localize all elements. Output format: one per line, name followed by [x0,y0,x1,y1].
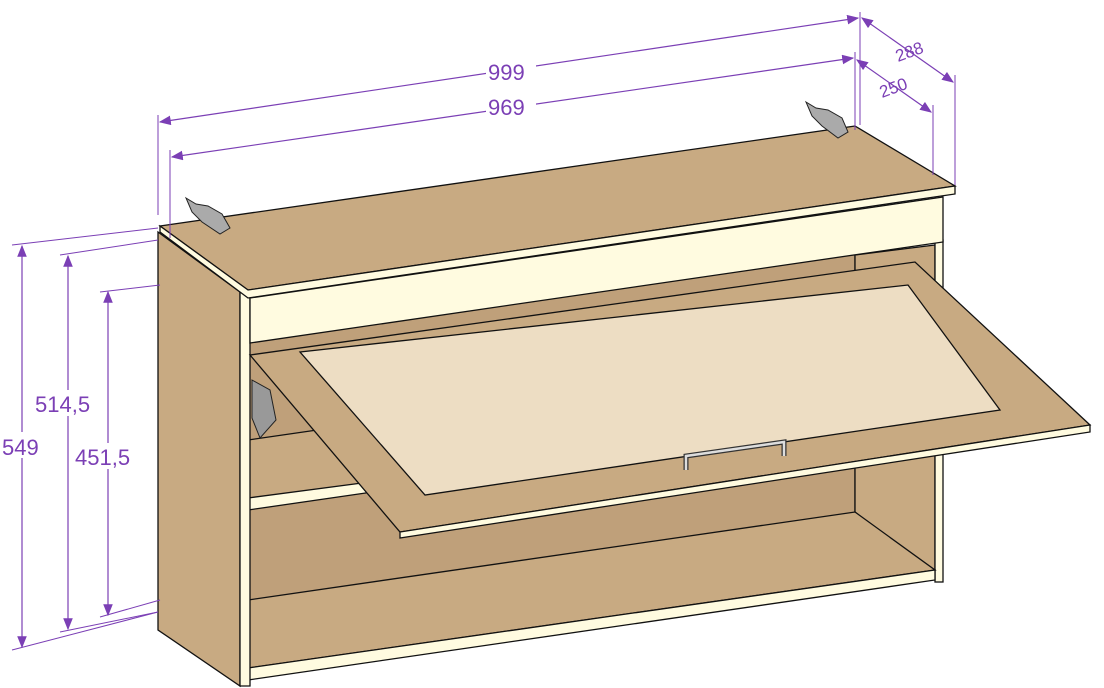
dim-overall-height: 549 [2,435,39,460]
dim-inner-width: 969 [488,95,525,120]
dim-inner-depth: 250 [877,74,910,102]
dim-overall-width: 999 [488,60,525,85]
flap-edge [399,424,1091,539]
left-side-edge [239,290,251,687]
handle-icon [683,439,787,470]
dim-overall-depth: 288 [893,38,926,66]
lift-mechanism [251,379,277,439]
top-panel-edge [159,185,956,299]
dim-height-2: 514,5 [35,392,90,417]
flap-glass [298,284,1002,496]
front-rail [249,196,944,344]
left-side-panel [157,230,241,688]
dim-height-3: 451,5 [75,445,130,470]
